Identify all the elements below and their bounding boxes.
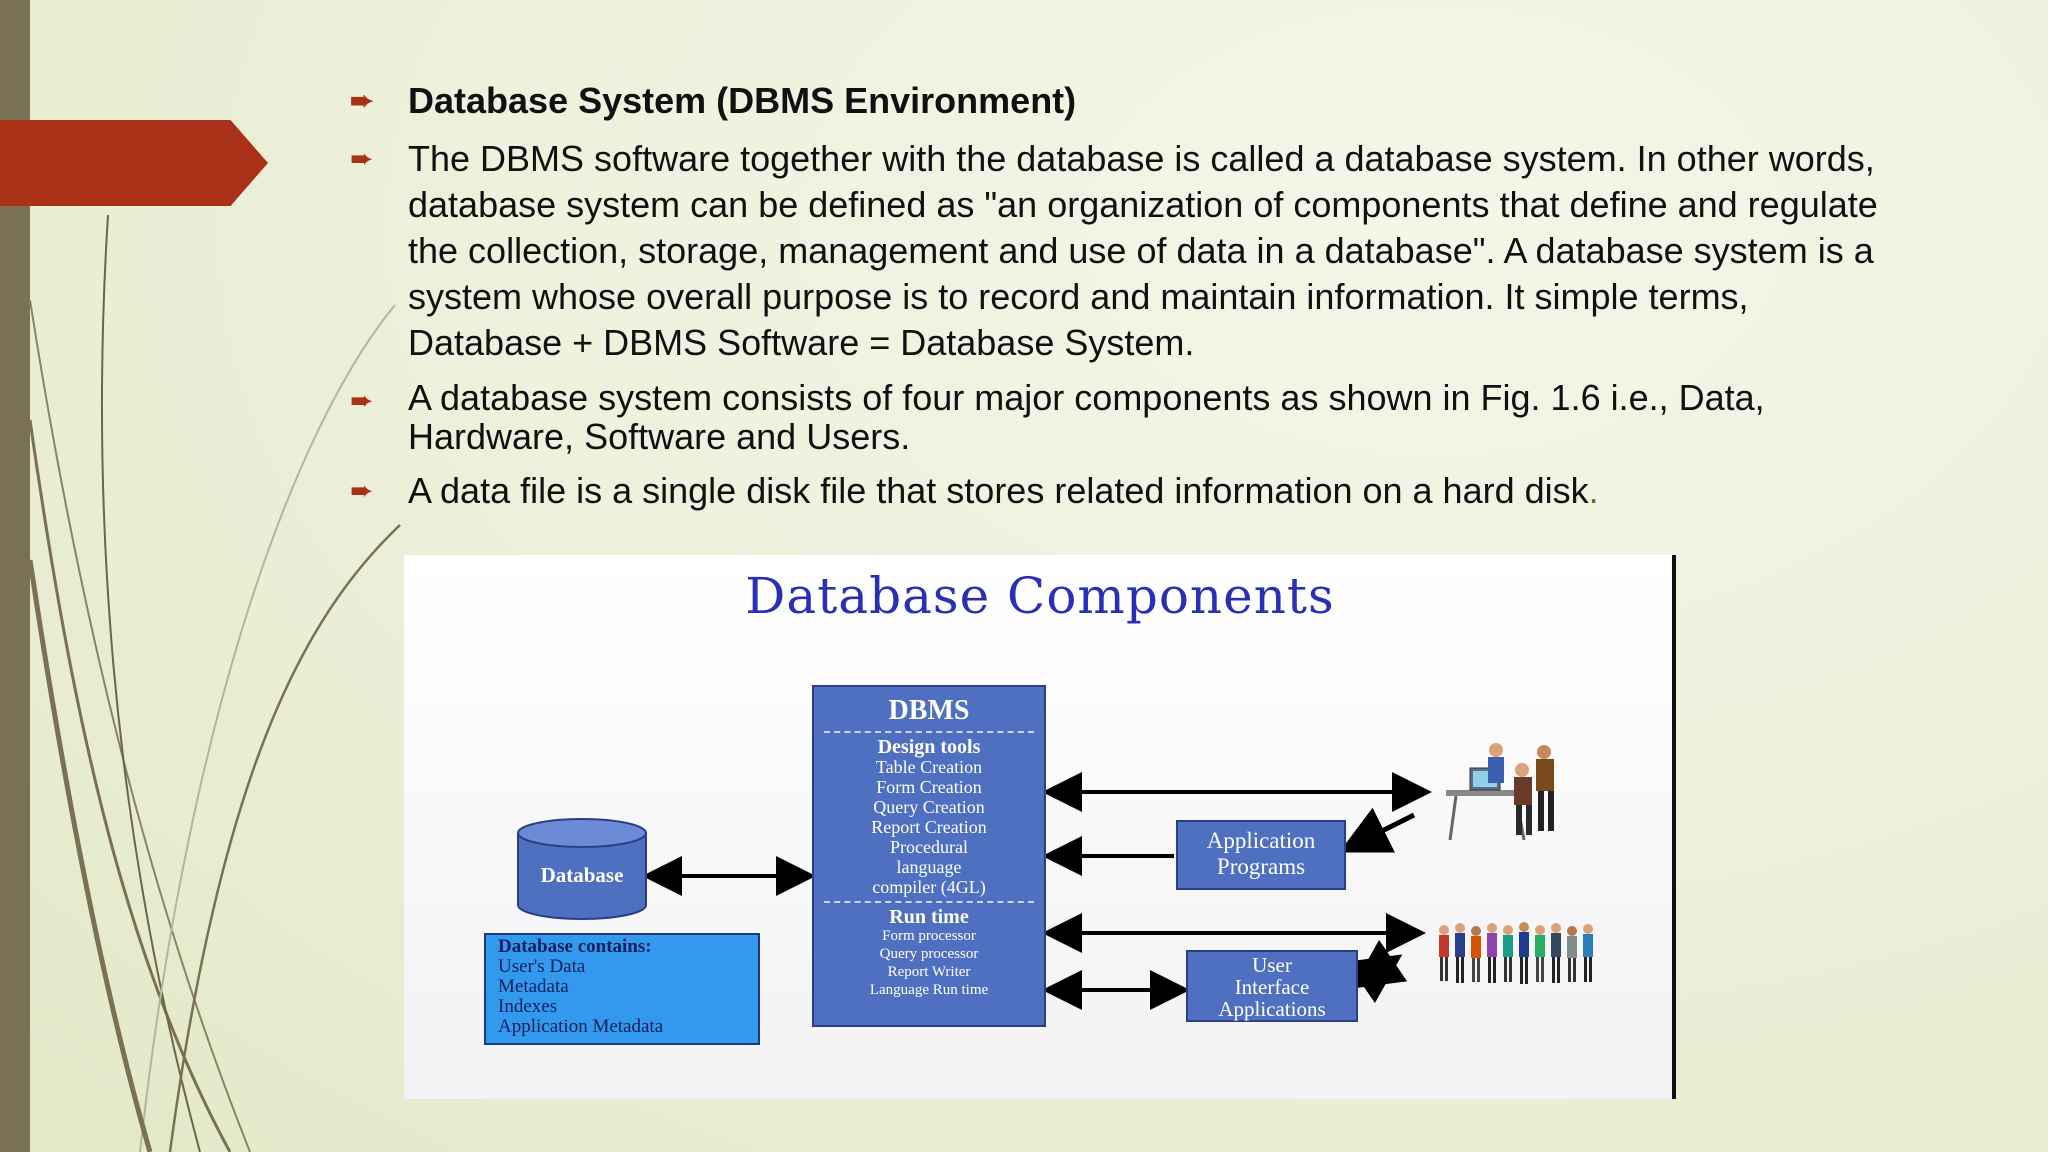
ui-line: Applications (1218, 997, 1326, 1021)
database-icon (517, 818, 647, 920)
bullet-definition: ➨ The DBMS software together with the da… (350, 136, 1890, 366)
decorative-swooshes (27, 214, 401, 1152)
design-item: Query Creation (873, 797, 985, 817)
bullet-text: A data file is a single disk file that s… (408, 470, 1589, 511)
ui-line: User (1252, 953, 1292, 977)
database-cylinder: Database (516, 817, 648, 921)
right-arrow-bullet-icon: ➨ (350, 143, 374, 174)
database-components-diagram: Database Components DBMS Design tools (404, 555, 1676, 1099)
contains-item: User's Data (498, 956, 586, 977)
run-item: Language Run time (869, 982, 989, 998)
design-tools-heading: Design tools (877, 736, 981, 758)
bullet-heading: ➨ Database System (DBMS Environment) (350, 78, 1890, 124)
ui-line: Interface (1234, 975, 1310, 999)
bullet-list: ➨ Database System (DBMS Environment) ➨ T… (350, 78, 1890, 526)
run-time-heading: Run time (889, 906, 969, 928)
bullet-data-file: ➨ A data file is a single disk file that… (350, 468, 1890, 514)
right-arrow-bullet-icon: ➨ (350, 385, 374, 416)
application-programs-box: Application Programs (1176, 820, 1346, 890)
developers-at-computer-icon (1446, 743, 1554, 841)
run-item: Query processor (879, 946, 979, 962)
contains-item: Indexes (498, 996, 558, 1017)
right-arrow-bullet-icon: ➨ (350, 475, 374, 506)
bullet-trail: . (1588, 470, 1599, 511)
dbms-box: DBMS Design tools Table Creation Form Cr… (812, 685, 1046, 1027)
bullet-components: ➨ A database system consists of four maj… (350, 378, 1890, 456)
design-item: compiler (4GL) (872, 877, 986, 897)
user-interface-box: User Interface Applications (1186, 950, 1358, 1022)
design-item: Table Creation (875, 757, 983, 777)
contains-item: Metadata (498, 976, 569, 997)
user-group-icon (1439, 922, 1593, 984)
app-line: Application (1206, 828, 1316, 853)
database-label: Database (540, 863, 624, 887)
dbms-separator (824, 731, 1034, 733)
design-item: Report Creation (871, 817, 987, 837)
run-item: Form processor (882, 928, 976, 944)
design-item: Procedural (890, 837, 968, 857)
diagram-arrows (642, 772, 1432, 1010)
design-item: Form Creation (876, 777, 982, 797)
database-contains-box: Database contains: User's Data Metadata … (484, 933, 760, 1045)
bullet-text: The DBMS software together with the data… (408, 138, 1878, 363)
bullet-text: A database system consists of four major… (408, 377, 1765, 457)
bullet-text: Database System (DBMS Environment) (408, 80, 1077, 121)
dbms-heading: DBMS (888, 695, 970, 726)
contains-item: Application Metadata (498, 1016, 664, 1037)
app-line: Programs (1216, 854, 1306, 879)
dbms-separator (824, 901, 1034, 903)
contains-heading: Database contains: (498, 936, 652, 957)
right-arrow-bullet-icon: ➨ (350, 85, 374, 116)
run-item: Report Writer (887, 964, 971, 980)
diagram-title: Database Components (745, 567, 1335, 625)
red-arrow-banner (0, 120, 268, 206)
design-item: language (896, 857, 962, 877)
